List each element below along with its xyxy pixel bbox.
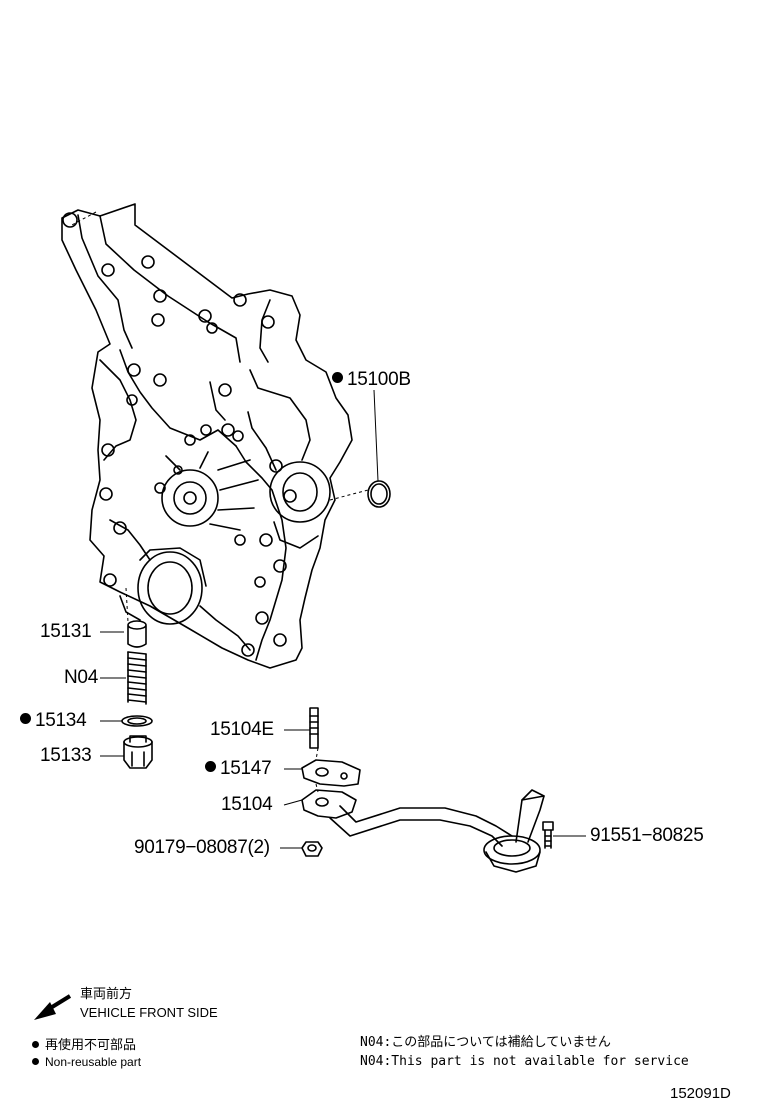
label-15133: 15133 <box>40 745 92 766</box>
stud-15104e <box>309 707 319 749</box>
legend-front-jp: 車両前方 <box>80 986 133 1001</box>
label-91551: 91551−80825 <box>590 825 704 846</box>
gasket-15134 <box>121 715 153 727</box>
strainer-gasket-15147 <box>301 759 361 787</box>
leader-15104 <box>283 799 303 806</box>
label-15104e: 15104E <box>210 719 274 740</box>
spring-n04 <box>127 651 147 705</box>
timing-chain-cover <box>61 203 353 669</box>
label-90179: 90179−08087(2) <box>134 837 270 858</box>
plug-15133 <box>123 735 153 769</box>
label-15147: 15147 <box>205 759 272 779</box>
label-n04: N04 <box>64 667 98 688</box>
legend-nonreuse-jp: 再使用不可部品 <box>32 1037 136 1053</box>
relief-valve-plunger-15131 <box>127 620 147 648</box>
nut-90179 <box>301 841 323 857</box>
label-15104: 15104 <box>221 794 273 815</box>
note-n04-en: N04:This part is not available for servi… <box>360 1054 689 1069</box>
oil-strainer-15104 <box>301 789 545 873</box>
note-n04-jp: N04:この部品については補給していません <box>360 1035 611 1050</box>
legend-front-en: VEHICLE FRONT SIDE <box>80 1005 218 1020</box>
label-15131: 15131 <box>40 621 92 642</box>
o-ring-15100b <box>367 480 391 508</box>
figure-id: 152091D <box>670 1085 731 1102</box>
leader-15100b <box>373 389 379 482</box>
label-15134: 15134 <box>20 711 87 731</box>
label-15100b: 15100B <box>332 370 411 390</box>
legend-nonreuse-en: Non-reusable part <box>32 1054 141 1070</box>
bolt-91551 <box>542 821 554 849</box>
vehicle-front-arrow-icon <box>34 994 72 1020</box>
